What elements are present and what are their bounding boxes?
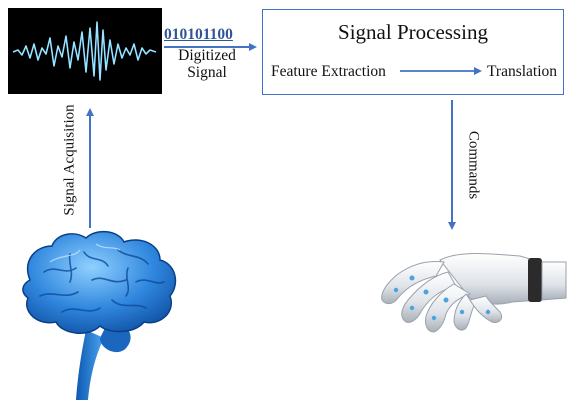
brain-icon [22, 230, 177, 400]
digitized-label-line1: Digitized [178, 47, 236, 64]
digitized-code: 010101100 [164, 26, 233, 43]
translation-label: Translation [487, 63, 558, 80]
signal-processing-box: Signal Processing Feature Extraction Tra… [262, 9, 564, 95]
digitized-signal-label: Digitized Signal [176, 47, 238, 81]
eeg-waveform-icon [12, 21, 157, 81]
feature-extraction-label: Feature Extraction [271, 63, 386, 80]
commands-label: Commands [465, 130, 482, 200]
signal-acquisition-label: Signal Acquisition [61, 104, 78, 216]
digitized-label-line2: Signal [187, 64, 227, 81]
eeg-signal-panel [8, 8, 162, 94]
robotic-hand-icon [381, 253, 567, 333]
signal-processing-title: Signal Processing [338, 20, 488, 44]
